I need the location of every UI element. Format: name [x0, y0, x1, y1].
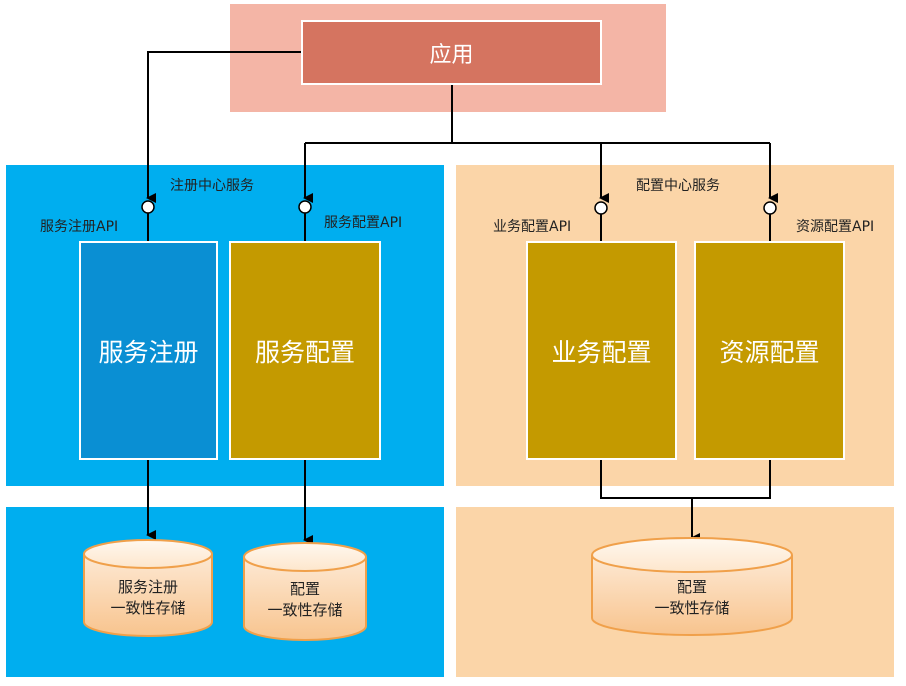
database-icon: [83, 539, 213, 637]
api-socket-icon: [763, 201, 777, 241]
store-label-line1: 配置: [676, 578, 707, 596]
registry-storage-panel: [6, 507, 444, 677]
store-label-line2: 一致性存储: [110, 599, 186, 617]
resource-config-label: 资源配置: [719, 337, 820, 367]
api-socket-icon: [141, 200, 155, 241]
service-config-api-label: 服务配置API: [324, 215, 403, 231]
registry-service-title: 注册中心服务: [170, 178, 254, 194]
store-label-line1: 服务注册: [117, 578, 178, 596]
service-config-label: 服务配置: [254, 337, 355, 367]
service-register-api-label: 服务注册API: [40, 219, 119, 235]
store-label-line2: 一致性存储: [654, 599, 730, 617]
api-socket-icon: [594, 201, 608, 241]
business-config-api-label: 业务配置API: [493, 219, 572, 235]
app-box[interactable]: 应用: [301, 20, 602, 85]
service-register-box[interactable]: 服务注册: [79, 241, 218, 460]
service-register-label: 服务注册: [98, 337, 199, 367]
connector-app-to-register: [146, 51, 301, 203]
config-center-title: 配置中心服务: [636, 178, 720, 194]
config-center-store: 配置 一致性存储: [592, 577, 792, 621]
business-config-box[interactable]: 业务配置: [526, 241, 677, 460]
store-label-line1: 配置: [289, 580, 320, 598]
database-icon: [243, 542, 367, 641]
service-config-box[interactable]: 服务配置: [229, 241, 381, 460]
resource-config-api-label: 资源配置API: [796, 219, 875, 235]
store-label-line2: 一致性存储: [267, 601, 343, 619]
service-register-store: 服务注册 一致性存储: [84, 577, 212, 621]
api-socket-icon: [298, 200, 312, 241]
connector-config-center-merge: [600, 460, 771, 499]
app-label: 应用: [429, 42, 474, 68]
resource-config-box[interactable]: 资源配置: [694, 241, 845, 460]
service-config-store: 配置 一致性存储: [244, 579, 366, 623]
database-icon: [591, 537, 793, 636]
business-config-label: 业务配置: [551, 337, 652, 367]
